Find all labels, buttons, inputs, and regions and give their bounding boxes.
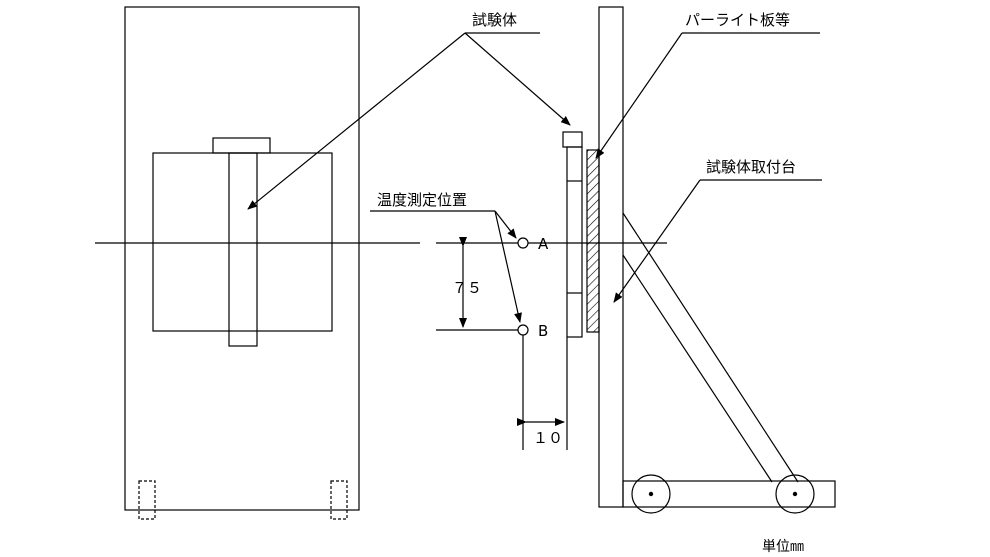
callout-perlite-board <box>595 32 820 159</box>
wheel-right <box>775 474 815 514</box>
callout-specimen <box>247 32 571 210</box>
perlite-board <box>586 149 600 333</box>
front-specimen-top-cap <box>212 137 271 154</box>
dimension-vertical <box>436 237 518 331</box>
wheel-left <box>631 474 671 514</box>
side-view <box>562 6 836 514</box>
point-a-marker <box>517 237 529 249</box>
point-a-label: A <box>538 235 549 253</box>
label-specimen-mount: 試験体取付台 <box>706 158 796 176</box>
front-view <box>124 6 360 520</box>
point-b-marker <box>517 324 529 336</box>
front-specimen-plate <box>152 152 333 332</box>
front-specimen-strip <box>228 152 258 347</box>
front-foot-left <box>138 480 156 520</box>
callout-temp-measure-position <box>370 210 522 323</box>
dimension-horizontal-label: １０ <box>533 429 563 447</box>
dimension-horizontal <box>517 335 568 450</box>
front-frame <box>124 6 360 511</box>
mount-vertical-post <box>598 6 624 508</box>
dimension-vertical-label: ７５ <box>452 279 482 297</box>
label-specimen: 試験体 <box>472 11 517 29</box>
point-b-label: B <box>538 322 548 340</box>
side-specimen-top-block <box>562 131 583 148</box>
callout-specimen-mount <box>613 179 822 303</box>
mount-base <box>622 480 836 508</box>
side-specimen-body <box>566 146 583 338</box>
label-perlite-board: パーライト板等 <box>685 11 790 29</box>
label-temp-measure-position: 温度測定位置 <box>377 191 467 209</box>
front-foot-right <box>330 480 348 520</box>
unit-label: 単位㎜ <box>762 539 804 555</box>
